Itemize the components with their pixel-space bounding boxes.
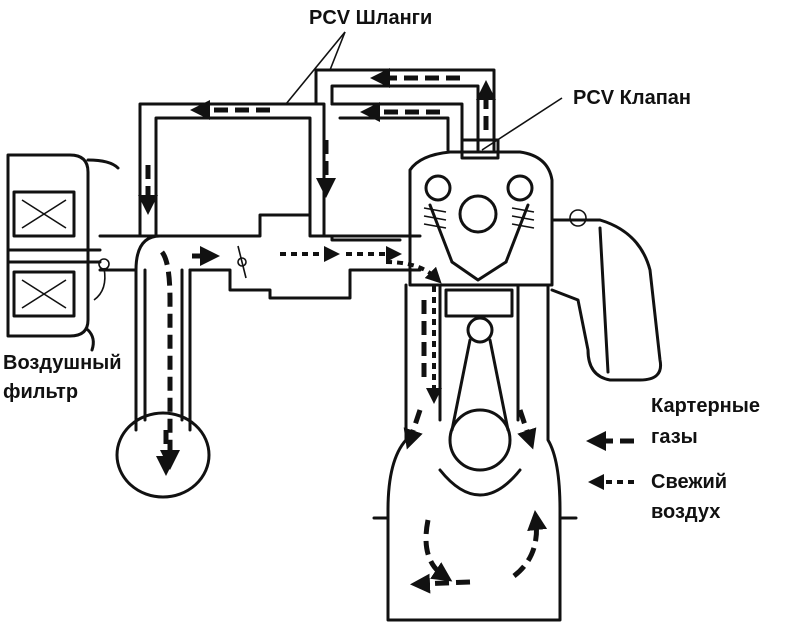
pcv-valve-label: PCV Клапан — [573, 87, 691, 109]
fresh-air-flow-arrows — [280, 246, 442, 404]
air-filter-label-line2: фильтр — [3, 381, 79, 403]
cylinder-head — [408, 138, 554, 287]
pcv-hose-right — [314, 68, 496, 242]
label-pointers — [285, 31, 563, 151]
engine-block — [372, 283, 578, 622]
resonator-pipe — [115, 234, 211, 499]
blowby-flow-arrows — [138, 68, 548, 594]
air-filter-label-line1: Воздушный — [3, 352, 122, 374]
exhaust-manifold — [550, 209, 663, 382]
air-filter-housing — [6, 153, 120, 352]
intake-duct — [93, 213, 422, 301]
blowby-legend-label-line1: Картерные — [651, 395, 760, 417]
pcv-hoses-label: PCV Шланги — [309, 7, 433, 29]
legend-arrows — [586, 431, 634, 490]
fresh-air-legend-label-line1: Свежий — [651, 471, 728, 493]
fresh-air-legend-label-line2: воздух — [651, 501, 721, 523]
blowby-legend-label-line2: газы — [651, 426, 698, 448]
